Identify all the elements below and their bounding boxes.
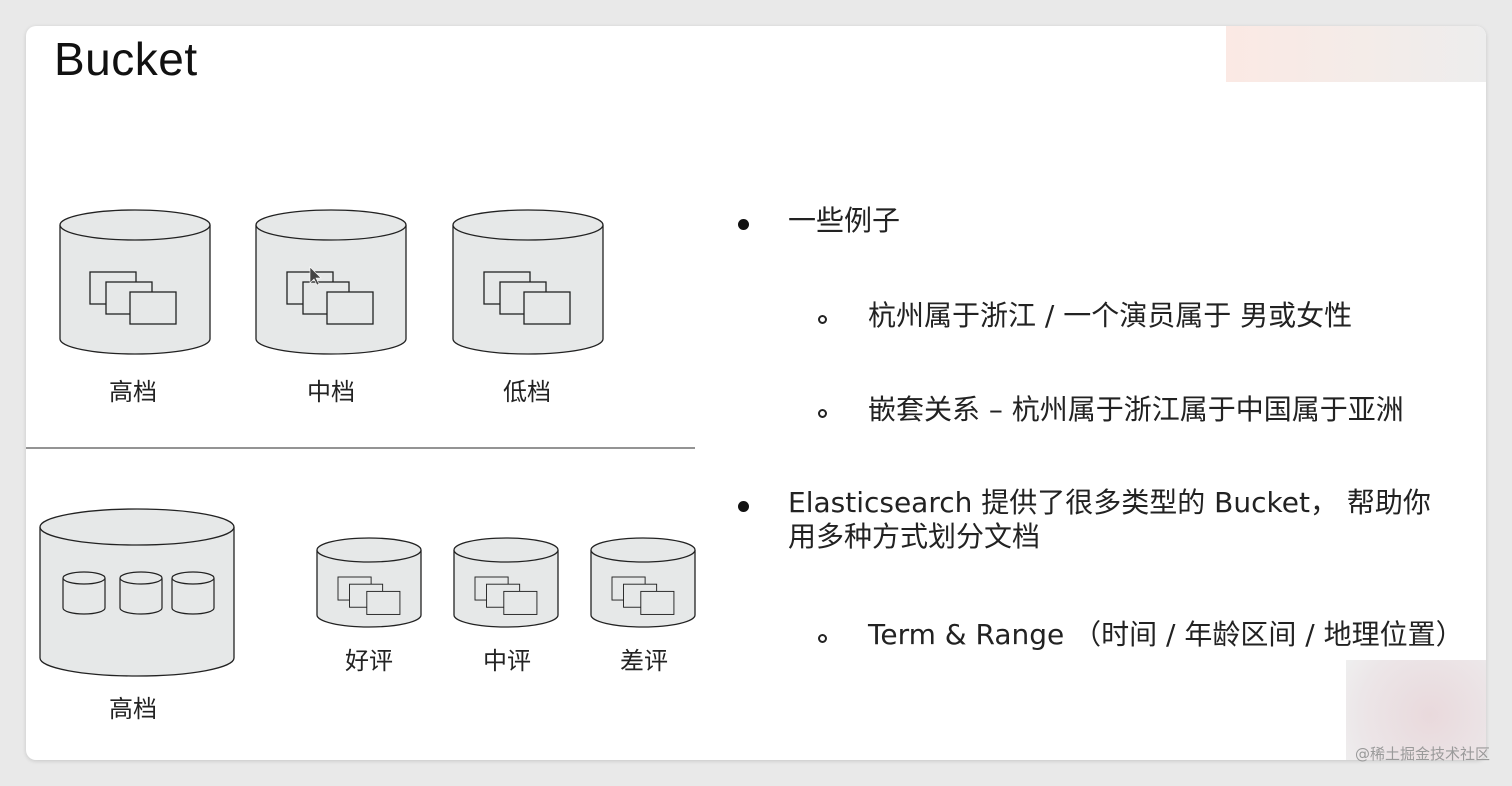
cylinder-mid-review	[453, 537, 559, 628]
sub-bullet-text: Term & Range （时间 / 年龄区间 / 地理位置）	[868, 618, 1464, 651]
sub-bullet-circle-icon	[818, 315, 827, 324]
label-good-review: 好评	[345, 647, 393, 675]
bullet-dot-icon	[738, 501, 749, 512]
watermark: @稀土掘金技术社区	[1354, 745, 1490, 763]
sub-bullet-circle-icon	[818, 409, 827, 418]
cylinder-low	[452, 209, 604, 355]
label-high: 高档	[109, 378, 157, 406]
nested-cylinder	[119, 571, 163, 615]
bullet-text: 一些例子	[788, 204, 901, 237]
label-low: 低档	[503, 378, 551, 406]
bucket-diagram: 高档 中档 低档 高档	[26, 209, 696, 723]
bullet-text: Elasticsearch 提供了很多类型的 Bucket， 帮助你用多种方式划…	[788, 486, 1431, 553]
slide-title: Bucket	[54, 33, 198, 85]
cylinder-bad-review	[590, 537, 696, 628]
sub-bullet-text: 嵌套关系 – 杭州属于浙江属于中国属于亚洲	[868, 393, 1404, 426]
sub-bullet-circle-icon	[818, 634, 827, 643]
cylinder-high	[59, 209, 211, 355]
bullet-dot-icon	[738, 219, 749, 230]
label-mid: 中档	[307, 378, 355, 406]
sub-bullet-text: 杭州属于浙江 / 一个演员属于 男或女性	[868, 299, 1353, 332]
cylinder-mid	[255, 209, 407, 355]
nested-cylinder	[62, 571, 106, 615]
cylinder-good-review	[316, 537, 422, 628]
blurred-overlay-top	[1226, 26, 1486, 82]
nested-cylinder	[171, 571, 215, 615]
cylinder-big-nested	[39, 508, 235, 677]
bullet-list: 一些例子 杭州属于浙江 / 一个演员属于 男或女性 嵌套关系 – 杭州属于浙江属…	[726, 26, 1486, 760]
blurred-overlay-bottom	[1346, 660, 1486, 760]
label-big-high: 高档	[109, 695, 157, 723]
label-bad-review: 差评	[620, 647, 668, 675]
slide: Bucket 高档 中档	[26, 26, 1486, 760]
label-mid-review: 中评	[483, 647, 531, 675]
cursor-icon	[309, 266, 322, 286]
